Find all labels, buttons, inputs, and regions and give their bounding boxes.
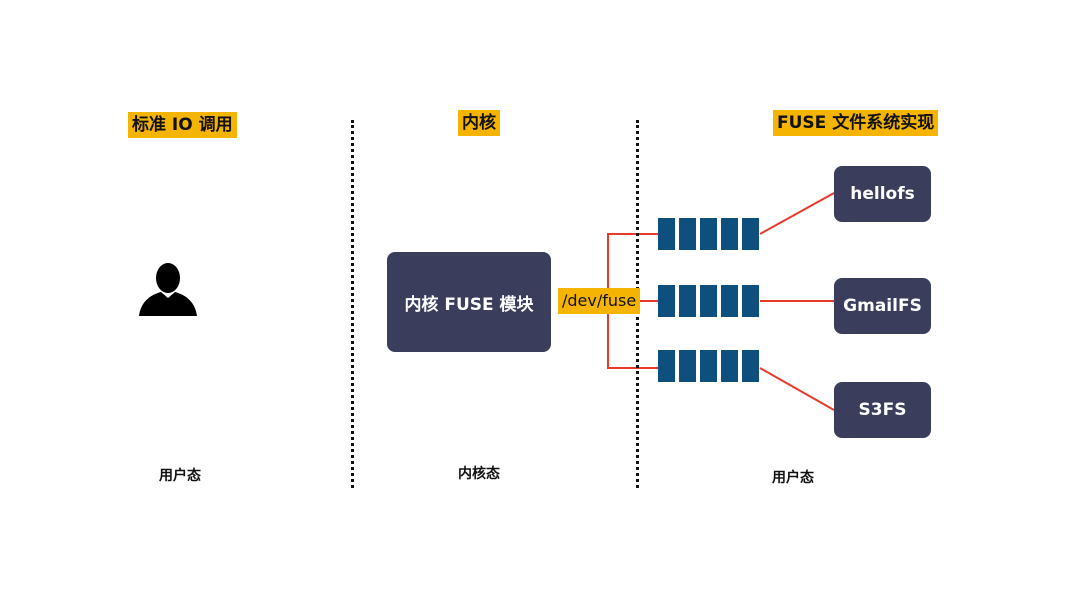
fs-box-hellofs: hellofs — [834, 166, 931, 222]
connector-s3fs — [759, 367, 835, 411]
queue-slot — [658, 285, 675, 317]
queue-slot — [700, 218, 717, 250]
queue-slot — [721, 285, 738, 317]
footer-kernel-space: 内核态 — [458, 466, 500, 482]
divider-left — [351, 120, 354, 488]
queue-slot — [742, 350, 759, 382]
fs-box-s3fs: S3FS — [834, 382, 931, 438]
queue-slot — [721, 350, 738, 382]
queue-slot — [721, 218, 738, 250]
kernel-fuse-module: 内核 FUSE 模块 — [387, 252, 551, 352]
header-kernel: 内核 — [458, 110, 500, 136]
person-silhouette-icon — [137, 262, 199, 316]
footer-user-space-right: 用户态 — [772, 470, 814, 486]
fs-box-gmailfs: GmailFS — [834, 278, 931, 334]
footer-user-space-left: 用户态 — [159, 468, 201, 484]
queue-slot — [742, 218, 759, 250]
queue-slot — [679, 285, 696, 317]
queue-slot — [658, 350, 675, 382]
connector-hellofs — [759, 192, 835, 235]
queue-slot — [700, 350, 717, 382]
queue-slot — [679, 218, 696, 250]
header-fuse-impl: FUSE 文件系统实现 — [773, 110, 939, 136]
queue-slot — [742, 285, 759, 317]
request-queue-3 — [658, 350, 759, 382]
queue-slot — [700, 285, 717, 317]
header-standard-io: 标准 IO 调用 — [128, 112, 237, 138]
request-queue-2 — [658, 285, 759, 317]
queue-slot — [658, 218, 675, 250]
request-queue-1 — [658, 218, 759, 250]
queue-slot — [679, 350, 696, 382]
dev-fuse-label: /dev/fuse — [558, 288, 641, 314]
